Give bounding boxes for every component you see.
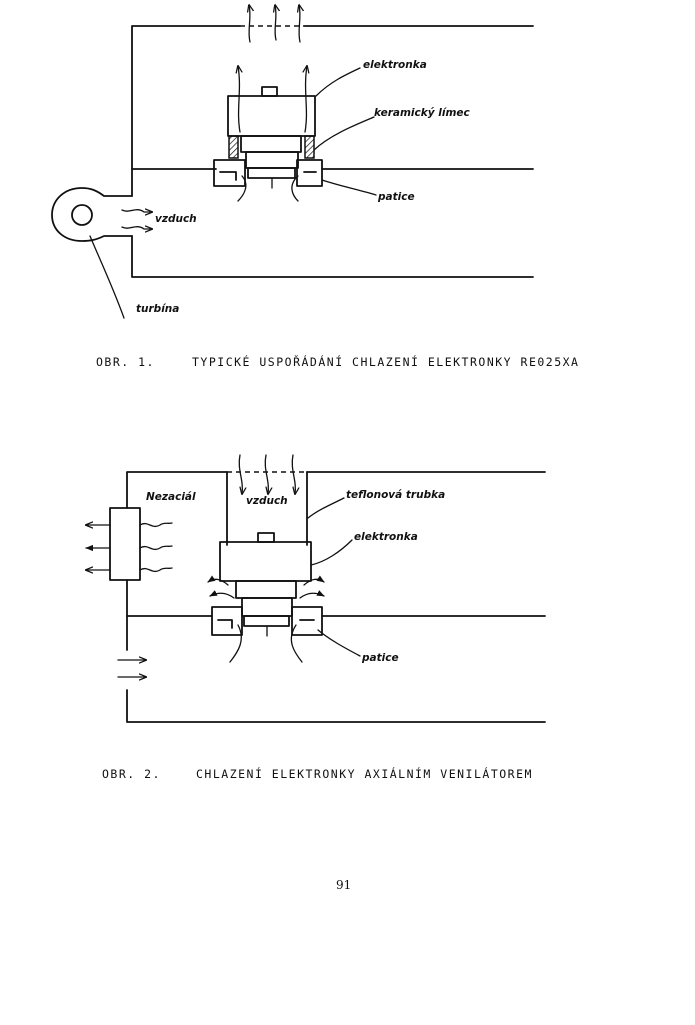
label-tube-fig2: elektronka (354, 531, 418, 543)
leader-socket-fig2 (317, 629, 361, 657)
axial-intake-arrows (238, 454, 295, 494)
figure-1-caption-text: TYPICKÉ USPOŘÁDÁNÍ CHLAZENÍ ELEKTRONKY R… (192, 354, 580, 369)
tube-cap (261, 86, 278, 97)
electron-tube-fig2 (219, 532, 312, 637)
figure-2-diagram: Nezaciál vzduch teflonová trubka elektro… (85, 454, 546, 723)
label-air-fig2: vzduch (246, 495, 288, 507)
label-socket-fig2: patice (361, 652, 399, 664)
air-inlet-arrows-fig2 (117, 660, 146, 677)
leader-collar (313, 116, 375, 151)
figure-1-caption-number: OBR. 1. (96, 355, 155, 369)
tube-anode-body (227, 95, 316, 137)
figure-1-diagram: elektronka keramický límec patice vzduch… (51, 5, 534, 319)
exhaust-arrows (249, 5, 300, 43)
leader-turbine (89, 235, 125, 319)
ceramic-collar (228, 135, 315, 159)
radiator-block (85, 507, 173, 581)
label-air-fig1: vzduch (155, 213, 197, 225)
label-turbine: turbína (136, 303, 179, 315)
electron-tube (227, 86, 316, 189)
label-heater: Nezaciál (146, 491, 196, 503)
airflow-arrows-fig1 (238, 66, 307, 133)
air-inlet-arrows-fig1 (121, 210, 152, 229)
chassis-outline (131, 25, 534, 278)
airflow-arrows-fig2 (207, 575, 325, 599)
leader-teflon (307, 497, 345, 519)
turbine-blower (51, 187, 133, 242)
teflon-tube (226, 471, 308, 546)
label-socket-fig1: patice (377, 191, 415, 203)
turbine-hub-icon (71, 204, 93, 226)
figure-2-caption-number: OBR. 2. (102, 767, 161, 781)
label-tube-fig1: elektronka (363, 59, 427, 71)
leader-tube (315, 67, 361, 97)
tube-socket (213, 159, 323, 202)
tube-socket-fig2 (211, 606, 323, 663)
page-number: 91 (336, 878, 351, 892)
label-ceramic-collar: keramický límec (374, 107, 471, 119)
label-teflon-tube: teflonová trubka (346, 489, 445, 501)
leader-tube-fig2 (310, 539, 353, 566)
chassis-outline-fig2 (126, 471, 546, 723)
leader-socket (321, 179, 377, 196)
figure-2-caption-text: CHLAZENÍ ELEKTRONKY AXIÁLNÍM VENILÁTOREM (196, 766, 533, 781)
